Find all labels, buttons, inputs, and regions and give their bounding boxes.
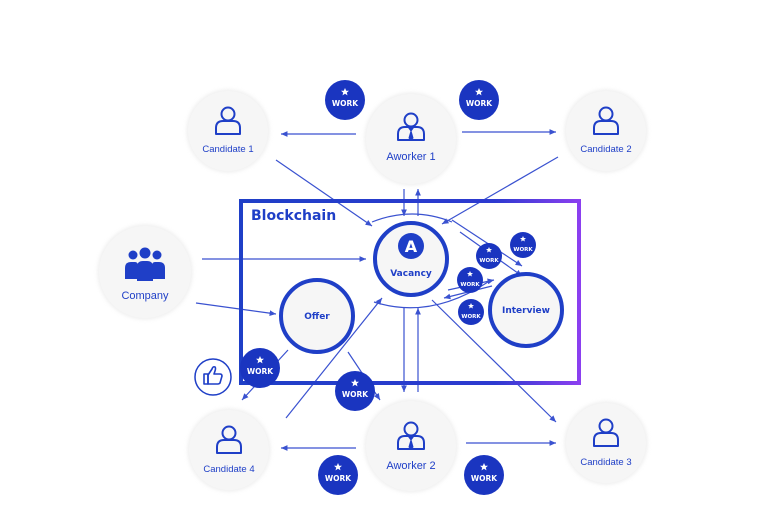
node-offer[interactable]: Offer <box>279 278 355 354</box>
work-badge-top-right: WORK <box>459 80 499 120</box>
candidate-3-label: Candidate 3 <box>580 457 631 468</box>
connection-lines <box>195 129 559 451</box>
work-badge-label: WORK <box>461 314 481 320</box>
interview-label: Interview <box>502 306 550 316</box>
blockchain-frame <box>239 199 581 385</box>
work-badge-label: WORK <box>342 390 369 399</box>
work-badge-label: WORK <box>460 282 480 288</box>
work-badge-small-3: WORK <box>457 267 483 293</box>
arrow-candidate1-to-vacancy <box>275 159 373 227</box>
work-badge-label: WORK <box>466 99 493 108</box>
work-badge-label: WORK <box>247 367 274 376</box>
work-badge-small-1: WORK <box>476 243 502 269</box>
aworker-1-label: Aworker 1 <box>386 151 435 163</box>
node-aworker-2[interactable]: Aworker 2 <box>365 400 457 492</box>
aworker-2-label: Aworker 2 <box>386 460 435 472</box>
work-badge-label: WORK <box>325 474 352 483</box>
thumbs-up-icon <box>203 365 223 385</box>
work-badge-label: WORK <box>513 247 533 253</box>
work-badge-top-left: WORK <box>325 80 365 120</box>
work-badge-small-4: WORK <box>458 299 484 325</box>
node-aworker-1[interactable]: Aworker 1 <box>365 93 457 185</box>
company-label: Company <box>121 290 169 302</box>
node-candidate-3[interactable]: Candidate 3 <box>565 402 647 484</box>
arrow-vacancy-to-candidate3 <box>431 299 557 423</box>
arc-top-vacancy <box>371 213 453 223</box>
arrow-company-to-offer <box>195 302 277 316</box>
work-badge-bottom-right: WORK <box>464 455 504 495</box>
node-vacancy[interactable]: A Vacancy <box>373 221 449 297</box>
arrow-candidate4-to-vacancy <box>285 297 383 419</box>
node-company[interactable]: Company <box>98 225 192 319</box>
work-badge-label: WORK <box>471 474 498 483</box>
thumbs-up-badge <box>194 358 232 396</box>
candidate-1-label: Candidate 1 <box>202 144 253 155</box>
work-badge-offer: WORK <box>240 348 280 388</box>
work-badge-bottom-left: WORK <box>318 455 358 495</box>
blockchain-label: Blockchain <box>251 208 336 224</box>
offer-label: Offer <box>304 312 330 322</box>
node-interview[interactable]: Interview <box>488 272 564 348</box>
candidate-2-label: Candidate 2 <box>580 144 631 155</box>
work-badge-label: WORK <box>332 99 359 108</box>
work-badge-bottom-center: WORK <box>335 371 375 411</box>
node-candidate-4[interactable]: Candidate 4 <box>188 409 270 491</box>
group-icon <box>125 247 165 281</box>
node-candidate-1[interactable]: Candidate 1 <box>187 90 269 172</box>
arrow-vacancy-to-interview-a <box>451 219 523 267</box>
candidate-4-label: Candidate 4 <box>203 464 254 475</box>
work-badge-label: WORK <box>479 258 499 264</box>
aworker-logo <box>398 233 424 259</box>
arrow-candidate2-to-vacancy <box>441 156 559 225</box>
vacancy-label: Vacancy <box>390 269 432 279</box>
aworker-logo-letter: A <box>405 237 418 256</box>
node-candidate-2[interactable]: Candidate 2 <box>565 90 647 172</box>
work-badge-small-2: WORK <box>510 232 536 258</box>
